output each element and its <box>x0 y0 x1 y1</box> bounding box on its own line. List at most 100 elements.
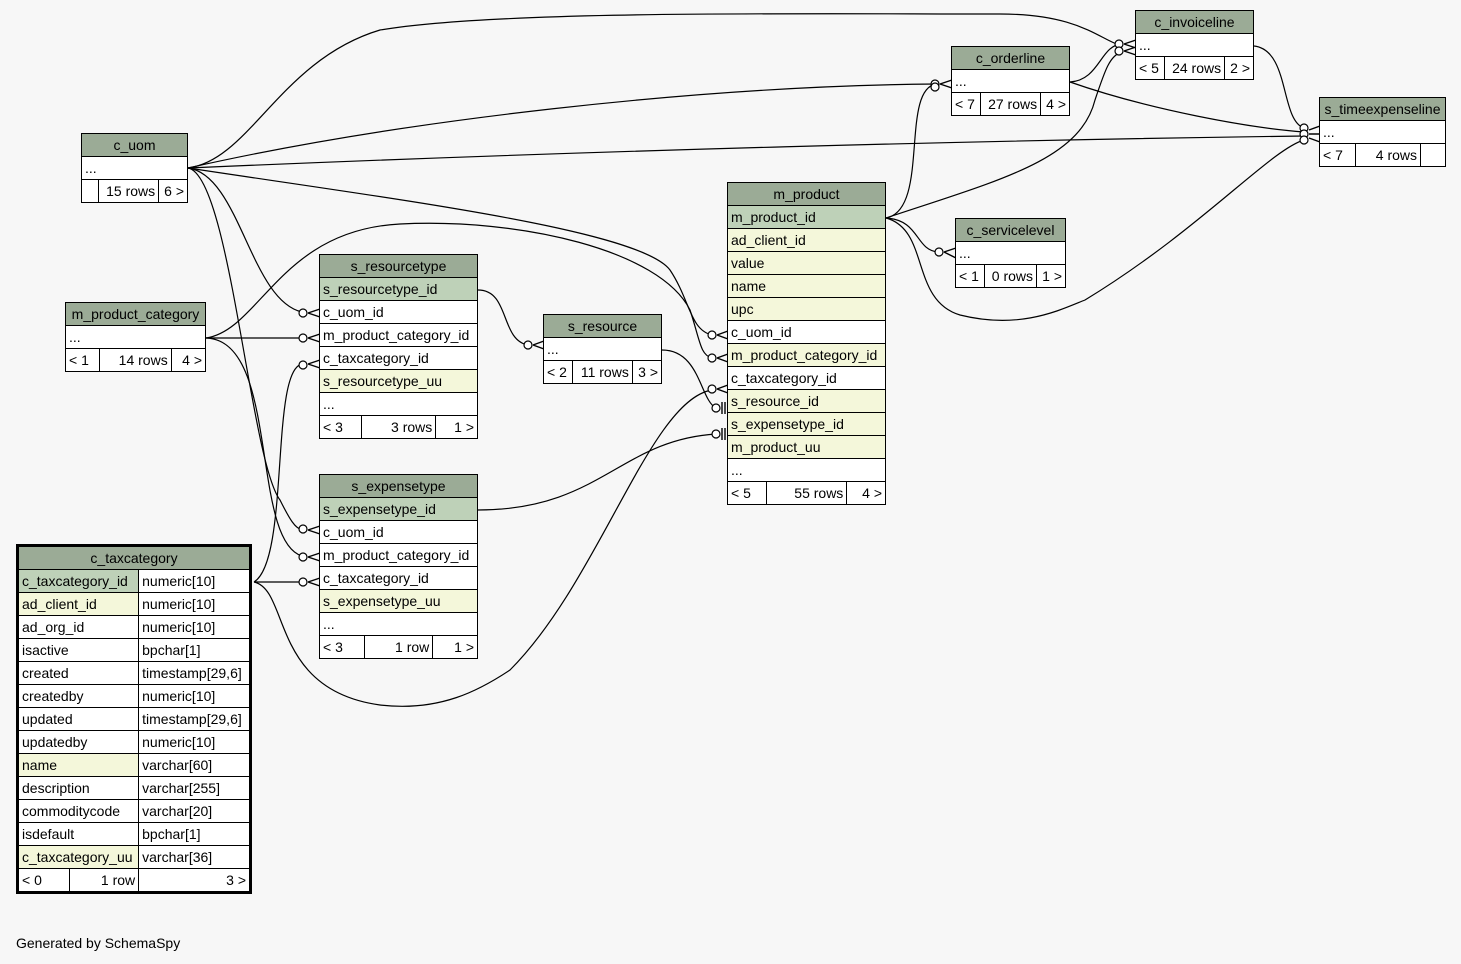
table-title[interactable]: s_expensetype <box>319 474 478 498</box>
crows-foot <box>532 340 545 350</box>
table-title[interactable]: c_uom <box>81 133 188 157</box>
parents-count[interactable]: < 7 <box>951 92 981 116</box>
children-count[interactable]: 3 > <box>138 868 251 893</box>
column-row: m_product_uu <box>727 435 886 459</box>
column-name: c_taxcategory_id <box>16 569 140 593</box>
column-row: m_product_id <box>727 205 886 229</box>
column-row: ... <box>1135 33 1254 57</box>
column-type: varchar[60] <box>138 753 251 777</box>
column-row: ... <box>951 69 1070 93</box>
table-title[interactable]: s_timeexpenseline <box>1319 97 1446 121</box>
column-name: commoditycode <box>16 799 140 823</box>
column-row: m_product_category_id <box>319 543 478 567</box>
endpoint-marker <box>298 577 308 587</box>
row-count: 0 rows <box>983 264 1038 288</box>
crows-foot <box>307 577 321 587</box>
children-count[interactable]: 1 > <box>432 635 478 659</box>
table-m-product[interactable]: m_product m_product_id ad_client_id valu… <box>727 182 886 505</box>
column-row: name <box>727 274 886 298</box>
endpoint-marker <box>707 353 717 363</box>
edge-s-resourcetype-s-resource <box>477 289 529 346</box>
children-count[interactable]: 4 > <box>1040 92 1070 116</box>
parents-count[interactable]: < 2 <box>542 360 574 384</box>
endpoint-marker <box>298 524 308 534</box>
table-title[interactable]: c_invoiceline <box>1135 10 1254 34</box>
endpoint-marker <box>930 82 940 92</box>
crows-foot <box>307 359 321 369</box>
crows-foot <box>721 402 726 414</box>
children-count[interactable]: 4 > <box>846 481 886 505</box>
edge-c-taxcategory-m-product <box>253 389 713 707</box>
children-count[interactable]: 2 > <box>1224 56 1254 80</box>
table-s-timeexpenseline[interactable]: s_timeexpenseline ... < 7 4 rows <box>1318 97 1446 167</box>
column-type: timestamp[29,6] <box>138 661 251 685</box>
column-type: numeric[10] <box>138 592 251 616</box>
generated-by-footer: Generated by SchemaSpy <box>16 935 181 951</box>
parents-count[interactable]: < 5 <box>1135 56 1165 80</box>
children-count[interactable]: 6 > <box>158 179 188 203</box>
parents-count[interactable]: < 3 <box>319 415 362 439</box>
row-count: 4 rows <box>1355 143 1421 167</box>
parents-count[interactable]: < 1 <box>64 348 101 372</box>
column-row: s_resourcetype_id <box>319 277 478 301</box>
crows-foot <box>1123 39 1137 56</box>
column-name: isdefault <box>16 822 140 846</box>
table-s-resource[interactable]: s_resource ... < 2 11 rows 3 > <box>542 314 663 384</box>
parents-count[interactable]: < 0 <box>17 868 70 893</box>
table-c-uom[interactable]: c_uom ... 15 rows 6 > <box>81 133 188 203</box>
endpoint-marker <box>298 360 308 370</box>
edge-m-product-c-invoiceline <box>885 51 1123 219</box>
table-title[interactable]: s_resource <box>543 314 662 338</box>
edge-c-orderline-s-timeexpenseline <box>1069 81 1305 133</box>
parents-count[interactable] <box>81 179 99 203</box>
endpoint-marker <box>298 308 308 318</box>
table-title[interactable]: m_product_category <box>65 302 206 326</box>
row-count: 11 rows <box>572 360 633 384</box>
column-name: c_taxcategory_uu <box>16 845 140 869</box>
table-s-expensetype[interactable]: s_expensetype s_expensetype_id c_uom_id … <box>319 474 478 659</box>
children-count[interactable]: 1 > <box>1036 264 1066 288</box>
children-count[interactable]: 4 > <box>170 348 207 372</box>
table-title[interactable]: s_resourcetype <box>319 254 478 278</box>
endpoint-marker <box>523 340 533 350</box>
row-count: 1 row <box>68 868 140 893</box>
table-title[interactable]: c_taxcategory <box>17 545 251 570</box>
parents-count[interactable]: < 5 <box>727 481 767 505</box>
table-c-orderline[interactable]: c_orderline ... < 7 27 rows 4 > <box>951 46 1070 116</box>
children-count[interactable]: 3 > <box>631 360 663 384</box>
edge-c-uom-s-resourcetype <box>187 167 303 313</box>
column-row: m_product_category_id <box>727 343 886 367</box>
crows-foot <box>307 333 321 343</box>
column-row: ... <box>319 612 478 636</box>
table-title[interactable]: c_orderline <box>951 46 1070 70</box>
children-count[interactable] <box>1420 143 1446 167</box>
crows-foot <box>307 308 321 318</box>
column-type: numeric[10] <box>138 615 251 639</box>
table-s-resourcetype[interactable]: s_resourcetype s_resourcetype_id c_uom_i… <box>319 254 478 439</box>
column-name: ad_org_id <box>16 615 140 639</box>
table-c-servicelevel[interactable]: c_servicelevel ... < 1 0 rows 1 > <box>955 218 1066 288</box>
parents-count[interactable]: < 7 <box>1318 143 1357 167</box>
endpoint-marker <box>711 403 721 413</box>
parents-count[interactable]: < 1 <box>955 264 985 288</box>
parents-count[interactable]: < 3 <box>319 635 365 659</box>
edge-m-product-c-servicelevel <box>885 217 939 253</box>
column-name: createdby <box>16 684 140 708</box>
column-row: m_product_category_id <box>319 323 478 347</box>
children-count[interactable]: 1 > <box>435 415 478 439</box>
table-m-product-category[interactable]: m_product_category ... < 1 14 rows 4 > <box>64 302 207 372</box>
column-row: c_uom_id <box>319 300 478 324</box>
table-title[interactable]: m_product <box>727 182 886 206</box>
row-count: 27 rows <box>979 92 1042 116</box>
edge-c-uom-c-invoiceline <box>187 13 1123 169</box>
column-name: updated <box>16 707 140 731</box>
endpoint-marker <box>1299 135 1309 145</box>
endpoint-marker <box>707 384 717 394</box>
crows-foot <box>716 384 729 394</box>
row-count: 15 rows <box>97 179 160 203</box>
table-title[interactable]: c_servicelevel <box>955 218 1066 242</box>
column-row: c_taxcategory_id <box>319 346 478 370</box>
column-row: ... <box>727 458 886 482</box>
table-c-invoiceline[interactable]: c_invoiceline ... < 5 24 rows 2 > <box>1135 10 1254 80</box>
